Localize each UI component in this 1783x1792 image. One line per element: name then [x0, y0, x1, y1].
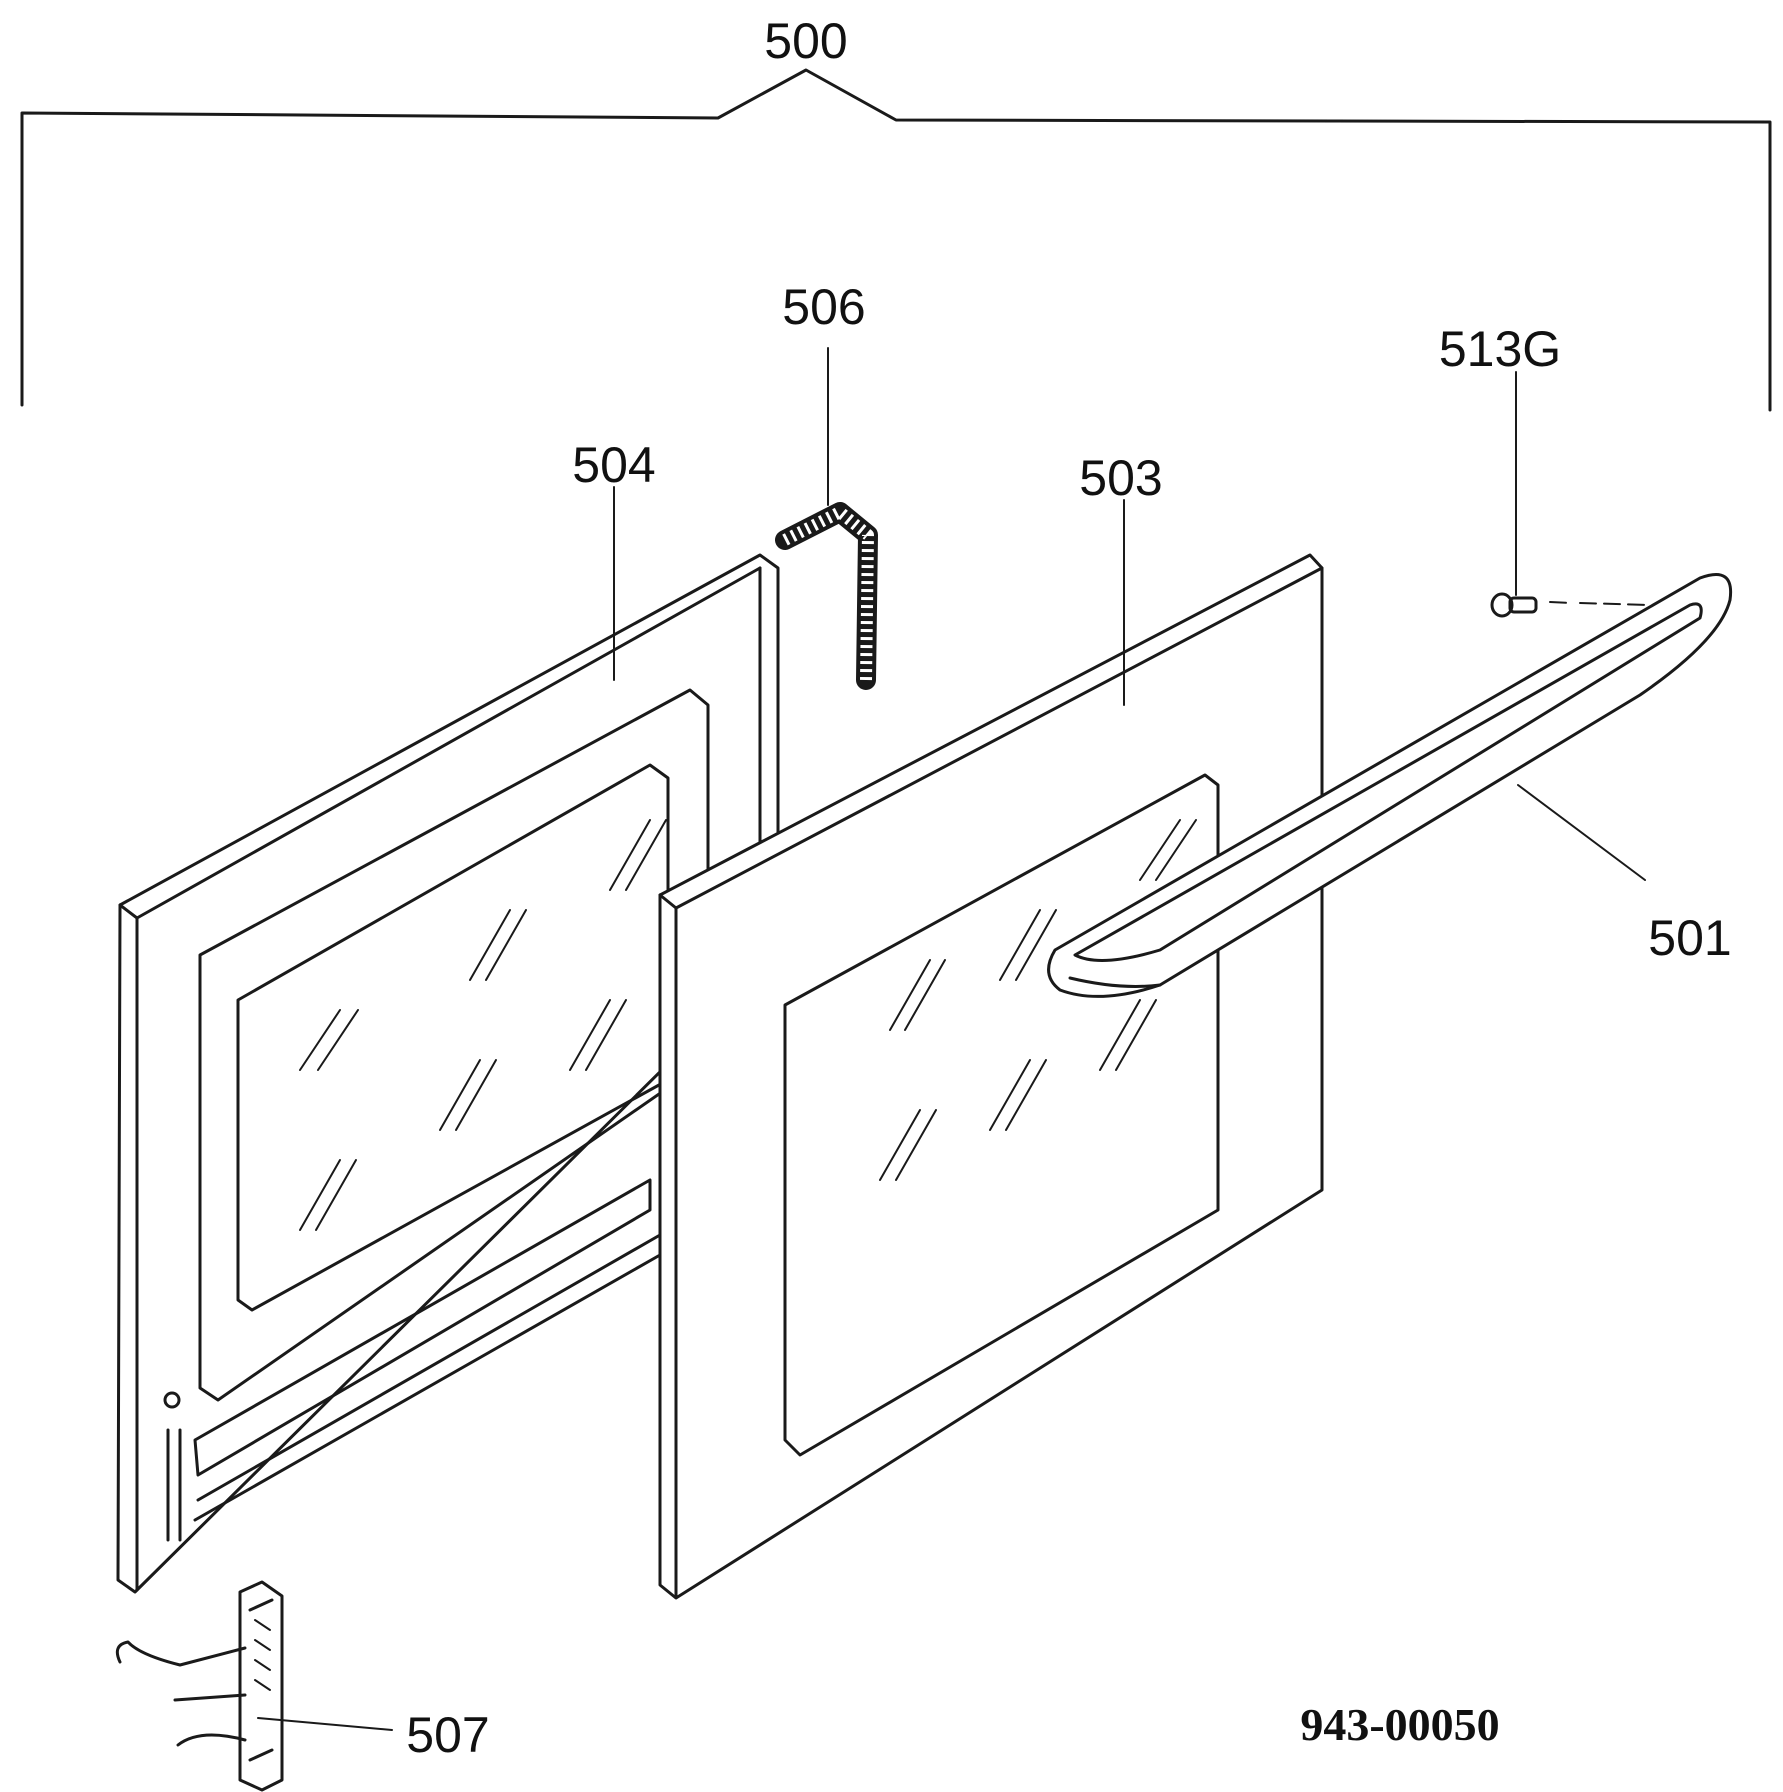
assembly-bracket [20, 68, 1772, 412]
screw [1490, 592, 1651, 618]
label-513g: 513G [1439, 321, 1561, 377]
drawing-number: 943-00050 [1300, 1699, 1499, 1750]
label-503: 503 [1079, 450, 1162, 506]
label-504: 504 [572, 437, 655, 493]
door-hinge [115, 1580, 284, 1792]
outer-door-panel [658, 553, 1324, 1600]
inner-door-panel [116, 553, 780, 1594]
leader-lines [257, 347, 1646, 1731]
label-506: 506 [782, 279, 865, 335]
label-500: 500 [764, 13, 847, 69]
door-handle [1047, 573, 1733, 998]
door-seal [775, 502, 878, 690]
label-507: 507 [406, 1707, 489, 1763]
label-501: 501 [1648, 910, 1731, 966]
